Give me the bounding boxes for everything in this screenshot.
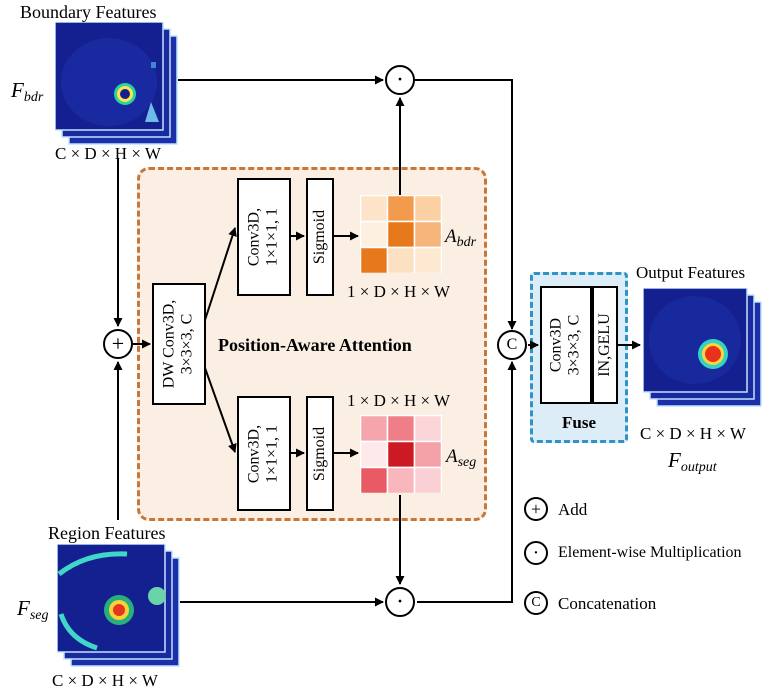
a-bdr-cell-1 xyxy=(386,195,416,223)
a-bdr-cell-7 xyxy=(386,246,416,273)
top-sigmoid-block: Sigmoid xyxy=(306,178,334,296)
bottom-multiply-operator: · xyxy=(385,587,415,617)
f-seg-label: Fseg xyxy=(17,596,49,623)
fuse-norm-block: IN,GELU xyxy=(592,286,618,404)
add-symbol-icon: + xyxy=(524,497,548,521)
a-seg-cell-3 xyxy=(360,440,389,469)
f-bdr-label: Fbdr xyxy=(11,78,44,105)
multiply-symbol-icon: · xyxy=(524,541,548,565)
output-features-title: Output Features xyxy=(636,263,746,282)
a-seg-cell-8 xyxy=(413,466,442,493)
a-bdr-cell-5 xyxy=(413,220,442,249)
dw-conv3d-block: DW Conv3D,3×3×3, C xyxy=(152,283,206,405)
fuse-norm-text: IN,GELU xyxy=(595,313,613,377)
a-seg-cell-2 xyxy=(413,415,442,443)
f-output-label: Foutput xyxy=(668,448,717,475)
boundary-dims: C × D × H × W xyxy=(55,144,161,163)
position-aware-attention-title: Position-Aware Attention xyxy=(218,335,412,355)
top-conv3d-block: Conv3D,1×1×1, 1 xyxy=(237,178,291,296)
a-bdr-cell-8 xyxy=(413,246,442,273)
a-seg-cell-4 xyxy=(386,440,416,469)
fuse-label: Fuse xyxy=(562,413,596,432)
a-seg-dims: 1 × D × H × W xyxy=(347,391,451,410)
legend: + Add · Element-wise Multiplication C Co… xyxy=(524,497,764,621)
legend-concat-text: Concatenation xyxy=(558,594,657,613)
top-conv3d-text: Conv3D,1×1×1, 1 xyxy=(245,207,281,267)
output-feature-stack xyxy=(643,288,762,407)
boundary-features-title: Boundary Features xyxy=(20,2,157,22)
region-dims: C × D × H × W xyxy=(52,671,158,690)
region-features-title: Region Features xyxy=(48,523,166,543)
legend-multiply-text: Element-wise Multiplication xyxy=(558,544,742,561)
a-bdr-cell-3 xyxy=(360,220,389,249)
dw-conv3d-text: DW Conv3D,3×3×3, C xyxy=(160,299,196,389)
a-seg-cell-7 xyxy=(386,466,416,493)
a-bdr-cell-0 xyxy=(360,195,389,223)
region-feature-stack xyxy=(57,544,180,667)
a-seg-cell-5 xyxy=(413,440,442,469)
a-seg-label: Aseg xyxy=(446,446,477,470)
legend-add-text: Add xyxy=(558,500,588,519)
bottom-conv3d-block: Conv3D,1×1×1, 1 xyxy=(237,396,291,511)
boundary-feature-stack xyxy=(55,22,178,145)
output-dims: C × D × H × W xyxy=(640,424,746,443)
a-seg-cell-0 xyxy=(360,415,389,443)
bottom-sigmoid-text: Sigmoid xyxy=(310,426,328,481)
a-bdr-cell-6 xyxy=(360,246,389,273)
a-bdr-cell-2 xyxy=(413,195,442,223)
concat-symbol-icon: C xyxy=(524,591,548,615)
concat-operator: C xyxy=(497,330,527,360)
a-bdr-dims: 1 × D × H × W xyxy=(347,282,451,301)
a-bdr-attention-map xyxy=(360,195,442,273)
top-sigmoid-text: Sigmoid xyxy=(310,209,328,265)
top-multiply-operator: · xyxy=(385,65,415,95)
a-seg-cell-1 xyxy=(386,415,416,443)
a-bdr-cell-4 xyxy=(386,220,416,249)
add-operator: + xyxy=(103,329,133,359)
a-bdr-label: Abdr xyxy=(445,226,477,250)
bottom-sigmoid-block: Sigmoid xyxy=(306,396,334,511)
a-seg-cell-6 xyxy=(360,466,389,493)
a-seg-attention-map xyxy=(360,415,442,493)
bottom-conv3d-text: Conv3D,1×1×1, 1 xyxy=(245,424,281,483)
